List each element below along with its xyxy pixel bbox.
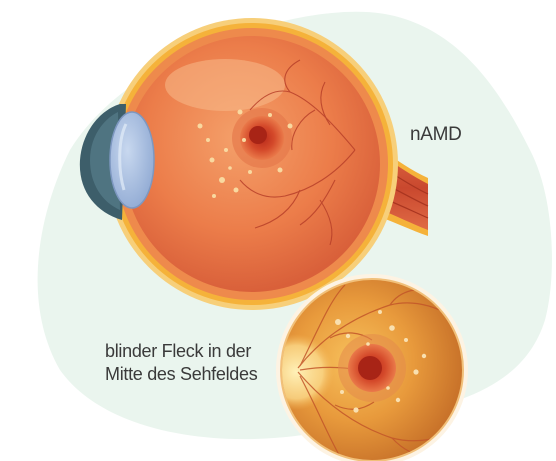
- symptom-label-line-1: blinder Fleck in der: [105, 340, 285, 363]
- condition-label: nAMD: [410, 124, 462, 146]
- symptom-label: blinder Fleck in der Mitte des Sehfeldes: [105, 340, 285, 386]
- cornea: [110, 112, 154, 208]
- symptom-label-line-2: Mitte des Sehfeldes: [105, 363, 285, 386]
